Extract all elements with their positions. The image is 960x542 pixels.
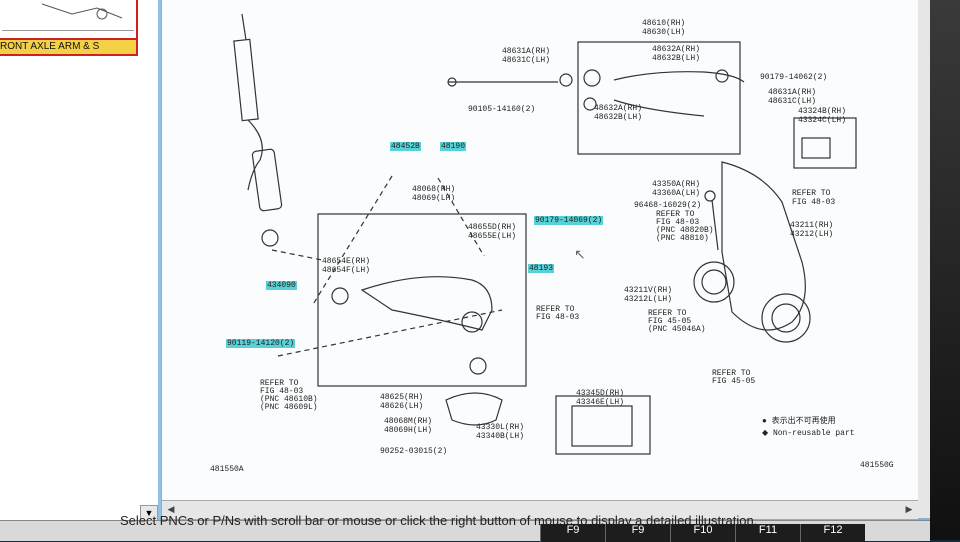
label-48632b-2[interactable]: 48632B(LH) <box>594 113 643 122</box>
refer-5b[interactable]: FIG 48-03 <box>536 313 580 322</box>
refer-4b[interactable]: FIG 45-05 <box>712 377 756 386</box>
vertical-scrollbar[interactable] <box>918 0 930 518</box>
fkey-f9a[interactable]: F9 <box>540 524 605 542</box>
label-48190[interactable]: 48190 <box>440 142 467 151</box>
thumbnail-title[interactable]: RONT AXLE ARM & S <box>0 38 138 56</box>
label-48069h[interactable]: 48069H(LH) <box>384 426 433 435</box>
label-48655d[interactable]: 48655D(RH) <box>468 223 517 232</box>
refer-1a: REFER TO <box>792 189 831 198</box>
app-frame: RONT AXLE ARM & S ▼ <box>0 0 930 541</box>
label-48068m[interactable]: 48068M(RH) <box>384 417 433 426</box>
label-90105[interactable]: 90105-14160(2) <box>468 105 536 114</box>
mouse-cursor-icon: ↖ <box>574 248 586 264</box>
fkey-f10[interactable]: F10 <box>670 524 735 542</box>
label-48626[interactable]: 48626(LH) <box>380 402 424 411</box>
label-43345d[interactable]: 43345D(RH) <box>576 389 625 398</box>
label-48631c-2[interactable]: 48631C(LH) <box>768 97 817 106</box>
label-48655e[interactable]: 48655E(LH) <box>468 232 517 241</box>
label-90252[interactable]: 90252-03015(2) <box>380 447 448 456</box>
label-90179-14069[interactable]: 90179-14069(2) <box>534 216 604 225</box>
refer-6b[interactable]: FIG 48-03 <box>260 387 304 396</box>
scroll-left-arrow[interactable]: ◀ <box>167 504 175 514</box>
label-43212l[interactable]: 43212L(LH) <box>624 295 673 304</box>
label-43340b[interactable]: 43340B(LH) <box>476 432 525 441</box>
illustration-code-left: 481550A <box>210 465 244 474</box>
refer-2b[interactable]: FIG 48-03 <box>656 218 700 227</box>
label-90119[interactable]: 90119-14120(2) <box>226 339 296 348</box>
refer-2a: REFER TO <box>656 210 695 219</box>
label-43330l[interactable]: 43330L(RH) <box>476 423 525 432</box>
label-48631c[interactable]: 48631C(LH) <box>502 56 551 65</box>
illustration-lines <box>233 13 857 455</box>
label-48631a[interactable]: 48631A(RH) <box>502 47 551 56</box>
monitor-bezel <box>930 0 960 540</box>
parts-illustration[interactable]: 48610(RH) 48630(LH) 48631A(RH) 48631C(LH… <box>162 0 918 500</box>
refer-3c: (PNC 45046A) <box>648 325 706 334</box>
fkey-f12[interactable]: F12 <box>800 524 865 542</box>
refer-3a: REFER TO <box>648 309 687 318</box>
refer-4a: REFER TO <box>712 369 751 378</box>
label-43211v[interactable]: 43211V(RH) <box>624 286 673 295</box>
label-48631a-2[interactable]: 48631A(RH) <box>768 88 817 97</box>
label-43346e[interactable]: 43346E(LH) <box>576 398 625 407</box>
label-48632a[interactable]: 48632A(RH) <box>652 45 701 54</box>
label-48068[interactable]: 48068(RH) <box>412 185 456 194</box>
label-48193[interactable]: 48193 <box>528 264 555 273</box>
refer-2c: (PNC 48820B) <box>656 226 714 235</box>
refer-5a: REFER TO <box>536 305 575 314</box>
label-43324b[interactable]: 43324B(RH) <box>798 107 847 116</box>
label-48654f[interactable]: 48654F(LH) <box>322 266 371 275</box>
scroll-right-arrow[interactable]: ▶ <box>905 504 913 514</box>
label-43360a[interactable]: 43360A(LH) <box>652 189 701 198</box>
thumbnail-sketch <box>41 3 123 20</box>
fkey-f11[interactable]: F11 <box>735 524 800 542</box>
label-48069[interactable]: 48069(LH) <box>412 194 456 203</box>
refer-3b[interactable]: FIG 45-05 <box>648 317 692 326</box>
label-48632b[interactable]: 48632B(LH) <box>652 54 701 63</box>
function-key-bar: F9 F9 F10 F11 F12 <box>540 524 865 542</box>
refer-6c: (PNC 48610B) <box>260 395 318 404</box>
illustration-code-right: 481550G <box>860 461 894 470</box>
refer-6d: (PNC 48609L) <box>260 403 318 412</box>
label-434090[interactable]: 434090 <box>266 281 297 290</box>
label-90179-14062[interactable]: 90179-14062(2) <box>760 73 828 82</box>
refer-1b[interactable]: FIG 48-03 <box>792 198 836 207</box>
thumbnail-border <box>136 0 138 56</box>
label-43324c[interactable]: 43324C(LH) <box>798 116 847 125</box>
legend-nonreusable-en: ◆ Non-reusable part <box>762 429 855 438</box>
thumbnail-pane[interactable]: RONT AXLE ARM & S ▼ <box>0 0 161 521</box>
label-48632a-2[interactable]: 48632A(RH) <box>594 104 643 113</box>
legend-nonreusable-ja: ● 表示出不可再使用 <box>762 417 836 426</box>
label-48625[interactable]: 48625(RH) <box>380 393 424 402</box>
label-43212[interactable]: 43212(LH) <box>790 230 834 239</box>
label-96468[interactable]: 96468-16029(2) <box>634 201 702 210</box>
label-43211[interactable]: 43211(RH) <box>790 221 834 230</box>
refer-6a: REFER TO <box>260 379 299 388</box>
thumbnail-image[interactable] <box>2 0 134 31</box>
label-48654e[interactable]: 48654E(RH) <box>322 257 371 266</box>
fkey-f9b[interactable]: F9 <box>605 524 670 542</box>
label-43350a[interactable]: 43350A(RH) <box>652 180 701 189</box>
label-48452b[interactable]: 48452B <box>390 142 421 151</box>
label-48630[interactable]: 48630(LH) <box>642 28 686 37</box>
label-48610[interactable]: 48610(RH) <box>642 19 686 28</box>
horizontal-scrollbar[interactable]: ◀ ▶ <box>162 500 918 519</box>
refer-2d: (PNC 48810) <box>656 234 709 243</box>
